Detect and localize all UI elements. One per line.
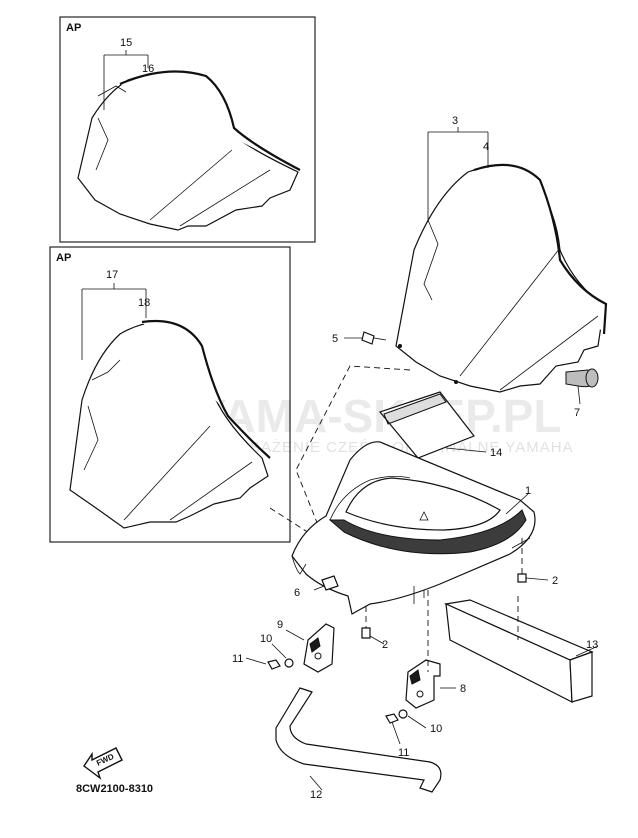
nut-11-left: 11 bbox=[232, 653, 281, 670]
callout-15: 15 bbox=[120, 37, 132, 49]
windshield: 3 4 bbox=[395, 115, 608, 393]
nut-11-center: 11 bbox=[385, 713, 409, 759]
mount-knob-7: 7 bbox=[565, 368, 599, 419]
callout-11a: 11 bbox=[232, 653, 243, 665]
callout-13: 13 bbox=[586, 639, 598, 651]
fwd-arrow-icon: FWD bbox=[83, 747, 123, 780]
callout-17: 17 bbox=[106, 269, 118, 281]
callout-4: 4 bbox=[483, 141, 489, 153]
callout-10a: 10 bbox=[260, 633, 272, 645]
bracket-9: 9 bbox=[277, 619, 335, 673]
inset-box-windshield-a: AP 15 16 bbox=[59, 16, 316, 243]
callout-2a: 2 bbox=[552, 575, 558, 587]
callout-12: 12 bbox=[310, 789, 322, 801]
nut-6: 6 bbox=[294, 575, 339, 599]
callout-5: 5 bbox=[332, 333, 338, 345]
callout-7: 7 bbox=[574, 407, 580, 419]
alignment-guide bbox=[295, 365, 411, 531]
washer-10-center: 10 bbox=[398, 709, 442, 735]
inset-box-label-2: AP bbox=[56, 252, 71, 264]
callout-11b: 11 bbox=[398, 747, 409, 759]
callout-10b: 10 bbox=[430, 723, 442, 735]
screw-2-center: 2 bbox=[361, 606, 388, 651]
inset-box-label: AP bbox=[66, 22, 81, 34]
cowling-1: 1 bbox=[291, 441, 536, 615]
callout-16: 16 bbox=[142, 63, 154, 75]
callout-8: 8 bbox=[460, 683, 466, 695]
callout-14: 14 bbox=[490, 447, 502, 459]
screw-2-right: 2 bbox=[517, 538, 558, 587]
callout-6: 6 bbox=[294, 587, 300, 599]
seal-plate-14: 14 bbox=[378, 391, 502, 459]
callout-3: 3 bbox=[452, 115, 458, 127]
foam-block-13: 13 bbox=[443, 599, 598, 704]
diagram-code: 8CW2100-8310 bbox=[76, 783, 153, 795]
bracket-8: 8 bbox=[405, 659, 466, 709]
callout-1: 1 bbox=[525, 485, 531, 497]
trim-strip-12: 12 bbox=[275, 687, 442, 801]
watermark-title: YAMA-SKLEP.PL bbox=[196, 390, 562, 442]
inset-box-windshield-b: AP 17 18 bbox=[49, 246, 291, 543]
callout-18: 18 bbox=[138, 297, 150, 309]
screw-5: 5 bbox=[332, 331, 387, 345]
callout-9: 9 bbox=[277, 619, 283, 631]
callout-2b: 2 bbox=[382, 639, 388, 651]
washer-10-left: 10 bbox=[260, 633, 294, 668]
